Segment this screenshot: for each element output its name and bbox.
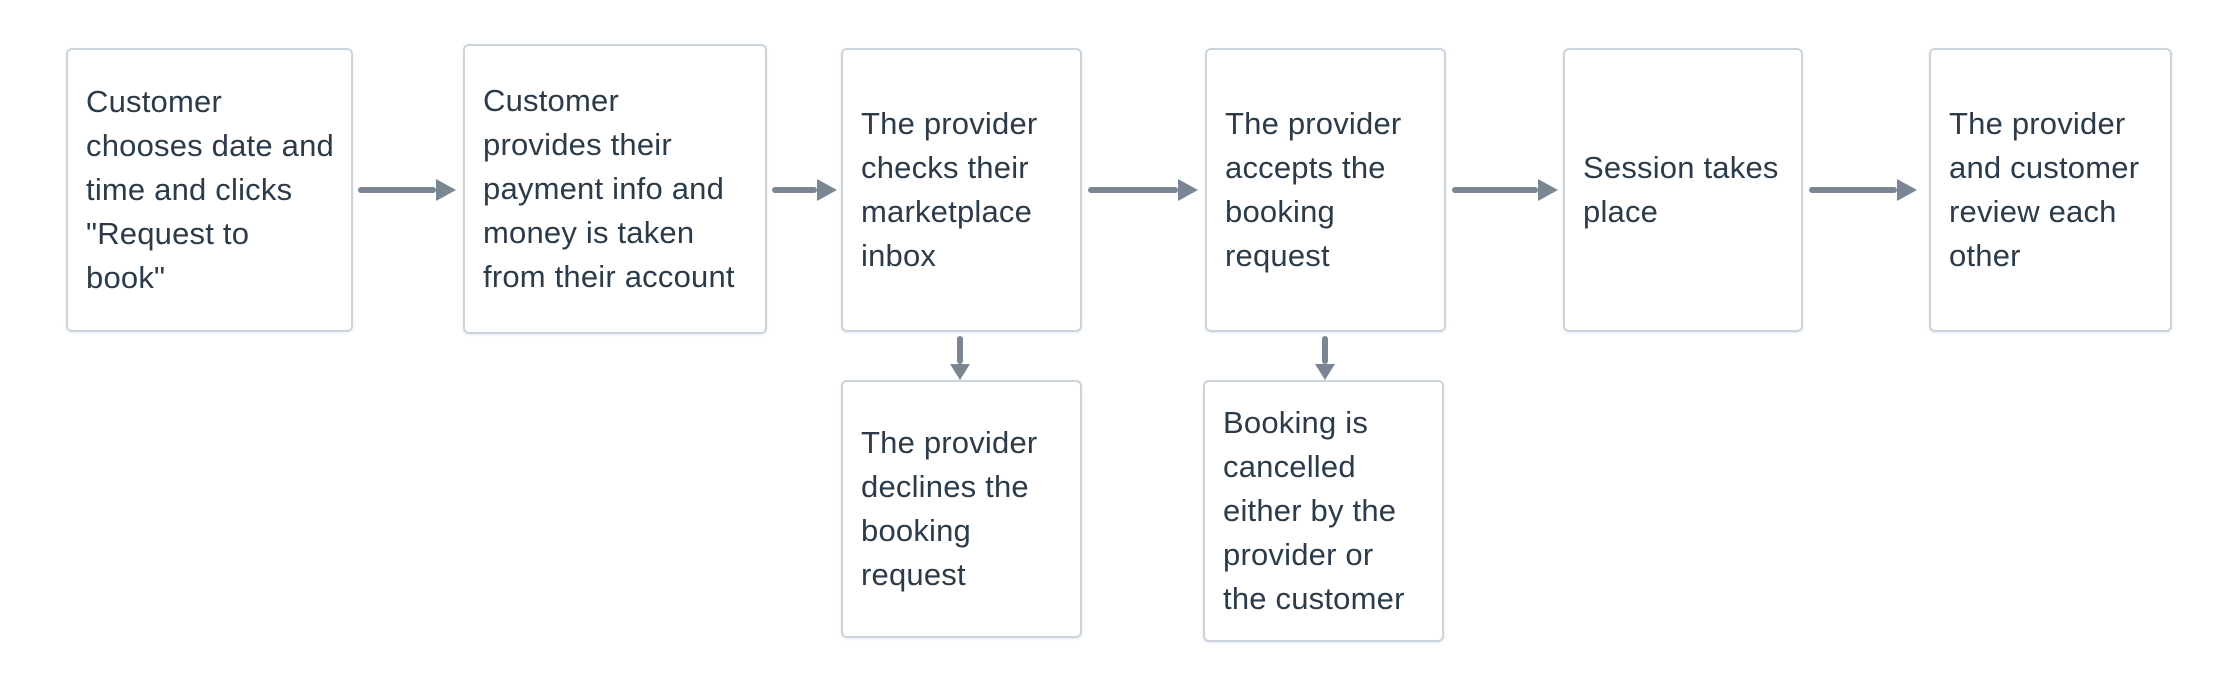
flow-branch-decline: The provider declines the booking reques…	[841, 380, 1082, 638]
step-label: The provider declines the booking reques…	[861, 425, 1038, 592]
arrow-right-icon-step2-step3	[772, 187, 817, 193]
step-label: The provider accepts the booking request	[1225, 106, 1402, 273]
step-label: Booking is cancelled either by the provi…	[1223, 405, 1405, 616]
step-label: Customer chooses date and time and click…	[86, 84, 334, 295]
flow-step-accepts-request: The provider accepts the booking request	[1205, 48, 1446, 332]
flow-step-payment-info: Customer provides their payment info and…	[463, 44, 767, 334]
step-label: The provider checks their marketplace in…	[861, 106, 1038, 273]
arrow-down-icon-step3-decline	[957, 336, 963, 364]
step-label: Session takes place	[1583, 150, 1779, 229]
step-label: The provider and customer review each ot…	[1949, 106, 2140, 273]
arrow-right-icon-step4-step5	[1452, 187, 1538, 193]
flow-step-checks-inbox: The provider checks their marketplace in…	[841, 48, 1082, 332]
arrow-right-icon-step1-step2	[358, 187, 436, 193]
arrow-down-icon-step4-cancel	[1322, 336, 1328, 364]
flow-step-request-to-book: Customer chooses date and time and click…	[66, 48, 353, 332]
step-label: Customer provides their payment info and…	[483, 83, 735, 294]
flow-step-session: Session takes place	[1563, 48, 1803, 332]
arrow-right-icon-step3-step4	[1088, 187, 1178, 193]
arrow-right-icon-step5-step6	[1809, 187, 1897, 193]
flow-branch-cancelled: Booking is cancelled either by the provi…	[1203, 380, 1444, 642]
flow-step-review: The provider and customer review each ot…	[1929, 48, 2172, 332]
